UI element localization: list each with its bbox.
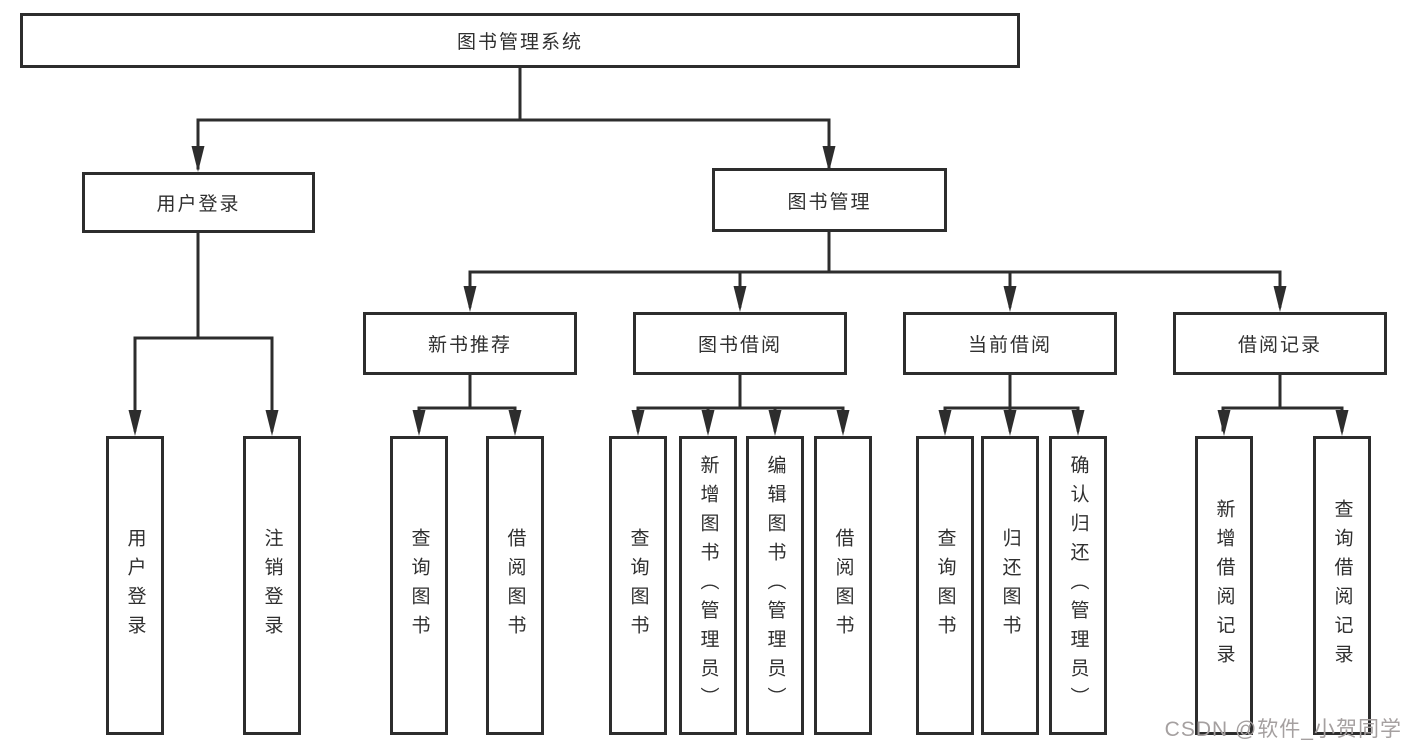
leaf-recommend-query-books: 查询图书 (390, 436, 448, 735)
leaf-label: 借阅图书 (832, 527, 854, 644)
leaf-label: 新增借阅记录 (1213, 498, 1235, 673)
leaf-label: 查询图书 (934, 527, 956, 644)
node-book-management: 图书管理 (712, 168, 947, 232)
leaf-label: 查询借阅记录 (1331, 498, 1353, 673)
node-label: 图书管理系统 (456, 32, 583, 53)
leaf-label: 查询图书 (408, 527, 430, 644)
leaf-borrowing-query-books: 查询图书 (609, 436, 667, 735)
leaf-records-query-record: 查询借阅记录 (1313, 436, 1371, 735)
node-label: 新书推荐 (427, 335, 512, 356)
leaf-label: 用户登录 (124, 527, 146, 644)
leaf-logout: 注销登录 (243, 436, 301, 735)
node-book-borrowing: 图书借阅 (633, 312, 847, 375)
node-label: 图书管理 (787, 191, 872, 213)
leaf-current-confirm-return-admin: 确认归还（管理员） (1049, 436, 1107, 735)
leaf-label: 编辑图书（管理员） (764, 455, 786, 716)
leaf-borrowing-edit-books-admin: 编辑图书（管理员） (746, 436, 804, 735)
node-current-borrowing: 当前借阅 (903, 312, 1117, 375)
leaf-records-add-record: 新增借阅记录 (1195, 436, 1253, 735)
node-label: 图书借阅 (697, 335, 782, 356)
leaf-label: 查询图书 (627, 527, 649, 644)
arrowheads (128, 146, 1349, 436)
leaf-user-login: 用户登录 (106, 436, 164, 735)
node-label: 当前借阅 (967, 335, 1052, 356)
leaf-borrowing-add-books-admin: 新增图书（管理员） (679, 436, 737, 735)
node-user-login: 用户登录 (82, 172, 315, 233)
node-borrowing-records: 借阅记录 (1173, 312, 1387, 375)
leaf-label: 新增图书（管理员） (697, 455, 719, 716)
watermark: CSDN @软件_小贺同学 (1164, 718, 1402, 741)
node-label: 用户登录 (156, 194, 241, 215)
node-label: 借阅记录 (1237, 335, 1322, 356)
leaf-label: 注销登录 (261, 527, 283, 644)
leaf-label: 确认归还（管理员） (1067, 455, 1089, 716)
leaf-current-query-books: 查询图书 (916, 436, 974, 735)
leaf-recommend-borrow-books: 借阅图书 (486, 436, 544, 735)
leaf-current-return-books: 归还图书 (981, 436, 1039, 735)
node-root-system: 图书管理系统 (20, 13, 1020, 68)
leaf-label: 归还图书 (999, 527, 1021, 644)
leaf-borrowing-borrow-books: 借阅图书 (814, 436, 872, 735)
leaf-label: 借阅图书 (504, 527, 526, 644)
node-new-book-recommendation: 新书推荐 (363, 312, 577, 375)
